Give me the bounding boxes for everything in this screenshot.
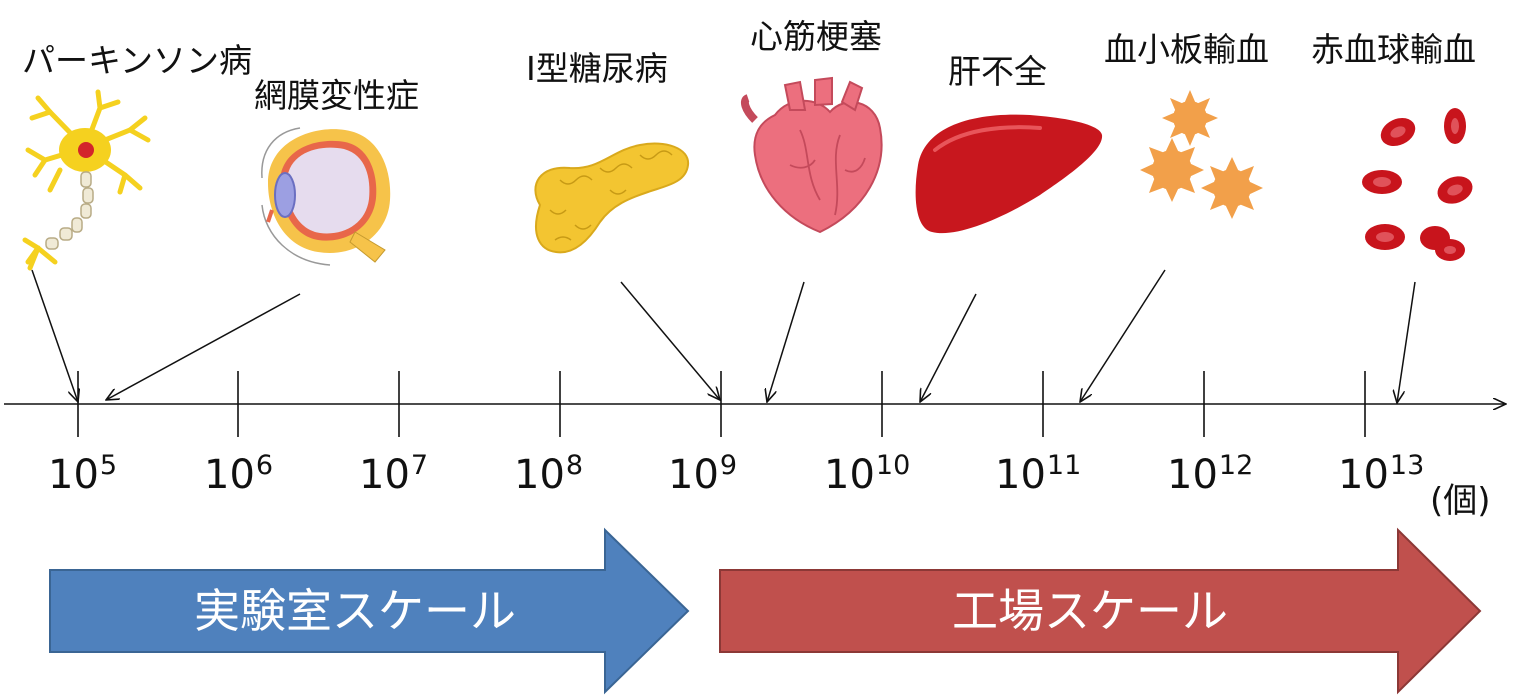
label-liver: 肝不全 bbox=[948, 52, 1047, 91]
platelet-icon bbox=[1140, 90, 1263, 219]
tick-label-1e11: 1011 bbox=[995, 452, 1081, 498]
arrow-liver bbox=[920, 293, 977, 402]
arrow-infarction bbox=[767, 281, 805, 402]
label-parkinson: パーキンソン病 bbox=[22, 41, 253, 80]
tick-base: 10 bbox=[204, 452, 255, 498]
lab-scale-arrow bbox=[49, 527, 690, 695]
tick-base: 10 bbox=[668, 452, 719, 498]
neuron-icon bbox=[22, 89, 151, 271]
factory-scale-label: 工場スケール bbox=[952, 584, 1228, 638]
tick-exponent: 8 bbox=[565, 450, 584, 481]
tick-label-1e12: 1012 bbox=[1167, 452, 1253, 498]
arrow-parkinson bbox=[31, 269, 78, 402]
tick-label-1e5: 105 bbox=[48, 452, 117, 498]
factory-scale-arrow bbox=[719, 527, 1482, 695]
tick-exponent: 13 bbox=[1389, 450, 1425, 481]
label-diabetes: I型糖尿病 bbox=[526, 49, 668, 88]
tick-exponent: 10 bbox=[875, 450, 911, 481]
tick-label-1e10: 1010 bbox=[824, 452, 910, 498]
label-infarction: 心筋梗塞 bbox=[750, 17, 882, 56]
tick-label-1e7: 107 bbox=[359, 452, 428, 498]
label-platelet: 血小板輸血 bbox=[1104, 30, 1269, 69]
eye-icon bbox=[261, 127, 391, 266]
tick-base: 10 bbox=[1167, 452, 1218, 498]
tick-label-1e9: 109 bbox=[668, 452, 737, 498]
tick-exponent: 9 bbox=[719, 450, 738, 481]
axis-ticks bbox=[77, 371, 1366, 437]
arrow-diabetes bbox=[620, 281, 720, 400]
tick-base: 10 bbox=[1338, 452, 1389, 498]
label-retina: 網膜変性症 bbox=[254, 76, 419, 115]
pancreas-icon bbox=[534, 142, 690, 254]
tick-base: 10 bbox=[824, 452, 875, 498]
tick-exponent: 6 bbox=[255, 450, 274, 481]
pointer-arrows bbox=[31, 269, 1416, 403]
tick-label-1e13: 1013 bbox=[1338, 452, 1424, 498]
red-blood-cell-icon bbox=[1362, 108, 1473, 261]
tick-base: 10 bbox=[48, 452, 99, 498]
tick-label-1e6: 106 bbox=[204, 452, 273, 498]
tick-exponent: 11 bbox=[1046, 450, 1082, 481]
label-rbc: 赤血球輸血 bbox=[1311, 30, 1476, 69]
arrow-platelet bbox=[1080, 269, 1166, 402]
unit-label: (個) bbox=[1430, 481, 1491, 521]
tick-base: 10 bbox=[514, 452, 565, 498]
tick-exponent: 12 bbox=[1218, 450, 1254, 481]
heart-icon bbox=[740, 76, 883, 234]
tick-base: 10 bbox=[995, 452, 1046, 498]
arrow-rbc bbox=[1397, 281, 1416, 403]
tick-exponent: 7 bbox=[410, 450, 429, 481]
arrow-retina bbox=[106, 293, 301, 400]
tick-exponent: 5 bbox=[99, 450, 118, 481]
lab-scale-label: 実験室スケール bbox=[194, 584, 516, 638]
tick-label-1e8: 108 bbox=[514, 452, 583, 498]
liver-icon bbox=[915, 114, 1103, 234]
tick-base: 10 bbox=[359, 452, 410, 498]
